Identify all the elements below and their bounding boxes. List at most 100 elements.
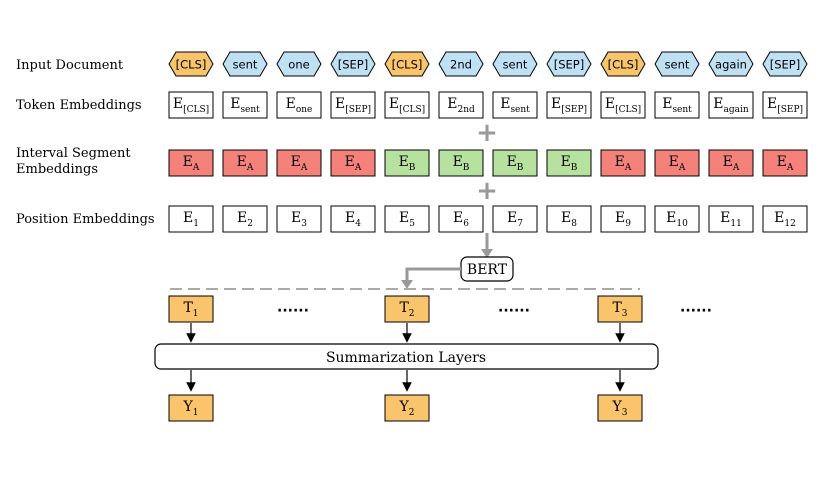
input-token-hexagon <box>276 51 322 77</box>
position-embedding-box <box>222 205 268 233</box>
position-embedding-label-base: E <box>507 210 517 226</box>
output-y-label-subscript: 3 <box>622 408 628 418</box>
token-embedding-box <box>438 91 484 119</box>
segment-embedding-label-subscript: A <box>624 163 632 173</box>
output-y-label-base: Y <box>399 399 410 415</box>
segment-embedding-box <box>654 149 700 177</box>
segment-embedding-label: EB <box>561 154 578 173</box>
position-embedding-label-subscript: 9 <box>625 219 631 229</box>
input-token-hexagon <box>762 51 808 77</box>
token-embedding-label-base: E <box>551 96 561 112</box>
segment-embedding-box <box>330 149 376 177</box>
position-embedding-label-base: E <box>291 210 301 226</box>
output-t-label: T1 <box>183 300 198 319</box>
ellipsis: ······ <box>277 303 309 319</box>
segment-embedding-label: EA <box>615 154 632 173</box>
position-embedding-label: E6 <box>453 210 469 229</box>
segment-embedding-label-subscript: A <box>732 163 740 173</box>
token-embedding-box <box>330 91 376 119</box>
input-token-label: [SEP] <box>554 58 584 72</box>
position-embedding-label: E5 <box>399 210 415 229</box>
token-embedding-box <box>222 91 268 119</box>
segment-embedding-box <box>600 149 646 177</box>
segment-embedding-box <box>492 149 538 177</box>
summarization-layers-label: Summarization Layers <box>326 350 486 366</box>
position-embedding-label-base: E <box>399 210 409 226</box>
position-embedding-label-base: E <box>774 210 784 226</box>
position-embedding-label-base: E <box>666 210 676 226</box>
row-label-embeddings: Embeddings <box>16 162 98 177</box>
token-embedding-box <box>276 91 322 119</box>
position-embedding-label-base: E <box>561 210 571 226</box>
output-t-label-subscript: 3 <box>622 309 628 319</box>
segment-embedding-label-base: E <box>615 154 625 170</box>
token-embedding-label-subscript: [SEP] <box>345 105 371 115</box>
output-t-label-subscript: 2 <box>409 309 415 319</box>
token-embedding-label-base: E <box>389 96 399 112</box>
segment-embedding-box <box>276 149 322 177</box>
ellipsis: ······ <box>680 303 712 319</box>
position-embedding-label-subscript: 5 <box>409 219 415 229</box>
segment-embedding-label: EA <box>723 154 740 173</box>
segment-embedding-label-subscript: A <box>192 163 200 173</box>
token-embedding-box <box>546 91 592 119</box>
output-y-label-base: Y <box>183 399 194 415</box>
token-embedding-label: E[SEP] <box>551 96 587 115</box>
output-t-label: T3 <box>612 300 627 319</box>
token-embedding-label-base: E <box>335 96 345 112</box>
segment-embedding-label-base: E <box>561 154 571 170</box>
output-y-box <box>168 394 214 422</box>
segment-embedding-label-base: E <box>669 154 679 170</box>
token-embedding-label: Eone <box>286 96 313 115</box>
position-embedding-box <box>384 205 430 233</box>
position-embedding-label: E10 <box>666 210 688 229</box>
position-embedding-box <box>492 205 538 233</box>
arrow-head-icon <box>481 249 493 258</box>
segment-embedding-label-subscript: B <box>463 163 470 173</box>
position-embedding-label: E1 <box>183 210 199 229</box>
position-embedding-label: E12 <box>774 210 796 229</box>
token-embedding-label-base: E <box>286 96 296 112</box>
segment-embedding-label-base: E <box>183 154 193 170</box>
token-embedding-label-base: E <box>662 96 672 112</box>
segment-embedding-label-subscript: A <box>786 163 794 173</box>
input-token-label: sent <box>503 58 528 72</box>
token-embedding-label-subscript: sent <box>510 105 530 115</box>
input-token-hexagon <box>222 51 268 77</box>
position-embedding-label: E3 <box>291 210 307 229</box>
token-embedding-label-subscript: sent <box>672 105 692 115</box>
position-embedding-label-subscript: 3 <box>301 219 307 229</box>
output-y-label: Y3 <box>612 399 628 418</box>
position-embedding-label: E11 <box>720 210 742 229</box>
segment-embedding-label: EB <box>453 154 470 173</box>
token-embedding-label: Esent <box>230 96 260 115</box>
token-embedding-box <box>762 91 808 119</box>
segment-embedding-box <box>168 149 214 177</box>
token-embedding-label: E2nd <box>447 96 475 115</box>
token-embedding-label-subscript: one <box>296 105 313 115</box>
token-embedding-box <box>708 91 754 119</box>
segment-embedding-label: EA <box>669 154 686 173</box>
position-embedding-label: E2 <box>237 210 253 229</box>
row-label-input-document: Input Document <box>16 58 124 73</box>
segment-embedding-label-subscript: A <box>246 163 254 173</box>
segment-embedding-label-base: E <box>237 154 247 170</box>
segment-embedding-label: EA <box>237 154 254 173</box>
token-embedding-label: E[CLS] <box>173 96 209 115</box>
position-embedding-box <box>708 205 754 233</box>
segment-embedding-label-base: E <box>345 154 355 170</box>
segment-embedding-box <box>438 149 484 177</box>
segment-embedding-label-base: E <box>507 154 517 170</box>
position-embedding-label-base: E <box>237 210 247 226</box>
segment-embedding-label-subscript: A <box>678 163 686 173</box>
segment-embedding-box <box>708 149 754 177</box>
row-label-position-embeddings: Position Embeddings <box>16 212 155 227</box>
token-embedding-label: E[CLS] <box>605 96 641 115</box>
position-embedding-box <box>762 205 808 233</box>
segment-embedding-box <box>222 149 268 177</box>
input-token-label: one <box>288 58 309 72</box>
token-embedding-label: E[SEP] <box>767 96 803 115</box>
output-t-label-base: T <box>612 300 622 316</box>
